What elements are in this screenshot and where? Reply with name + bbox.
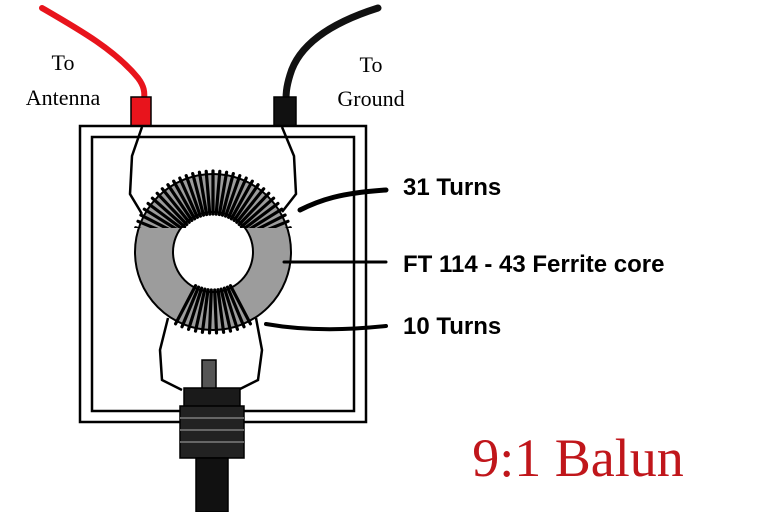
ground-connector xyxy=(273,96,297,128)
winding-turn xyxy=(142,207,178,228)
coax-connector xyxy=(179,359,245,512)
winding-turn xyxy=(228,284,252,326)
winding-turn xyxy=(216,288,226,334)
winding-turn xyxy=(174,284,198,326)
winding-turn xyxy=(248,207,284,228)
winding-turn xyxy=(229,179,254,221)
winding-turn xyxy=(184,174,202,218)
winding-turn xyxy=(214,169,222,216)
turns-31-label: 31 Turns xyxy=(403,174,501,201)
antenna-connector xyxy=(130,96,152,128)
winding-turn xyxy=(217,170,229,217)
winding-turn xyxy=(172,179,197,221)
winding-turn xyxy=(197,170,209,217)
winding-turn xyxy=(136,219,159,228)
winding-turn xyxy=(225,285,246,329)
ground-lead xyxy=(280,126,298,213)
antenna-wire xyxy=(39,5,148,103)
winding-31-turns xyxy=(134,169,292,228)
winding-turn xyxy=(155,191,189,227)
winding-turn xyxy=(267,219,290,228)
winding-turn xyxy=(242,201,280,228)
winding-turn xyxy=(213,288,219,335)
pointer-31-turns xyxy=(297,187,389,213)
winding-10-turns xyxy=(174,284,252,335)
winding-turn xyxy=(166,183,194,222)
winding-turn xyxy=(224,174,242,218)
to-antenna-label-line1: To xyxy=(52,50,75,75)
winding-turn xyxy=(256,213,287,228)
winding-turn xyxy=(191,172,206,217)
winding-turn xyxy=(219,287,233,333)
to-ground-label-line1: To xyxy=(360,52,383,77)
bottom-lead-right xyxy=(237,317,264,392)
winding-turn xyxy=(235,187,266,224)
winding-turn xyxy=(178,176,199,219)
to-antenna-label-line2: Antenna xyxy=(26,85,101,110)
winding-turn xyxy=(227,176,248,219)
winding-turn xyxy=(139,213,170,228)
diagram-title: 9:1 Balun xyxy=(472,428,684,488)
winding-turn xyxy=(187,286,204,331)
winding-turn xyxy=(146,201,184,228)
to-ground-label-line2: Ground xyxy=(337,86,404,111)
winding-turn xyxy=(150,196,187,228)
antenna-lead xyxy=(128,126,144,215)
winding-turn xyxy=(193,287,207,333)
winding-turn xyxy=(207,288,213,335)
winding-turn xyxy=(232,183,260,222)
winding-turn xyxy=(180,285,201,329)
turns-10-label: 10 Turns xyxy=(403,313,501,340)
winding-turn xyxy=(222,286,239,331)
winding-turn xyxy=(160,187,191,224)
winding-turn xyxy=(239,196,276,228)
ground-wire xyxy=(282,4,382,104)
winding-turn xyxy=(237,191,271,227)
winding-turn xyxy=(200,288,210,334)
winding-turn xyxy=(220,172,235,217)
bottom-lead-left xyxy=(158,317,183,392)
winding-turn xyxy=(204,169,212,216)
pointer-10-turns xyxy=(264,322,388,332)
core-label: FT 114 - 43 Ferrite core xyxy=(403,251,664,278)
